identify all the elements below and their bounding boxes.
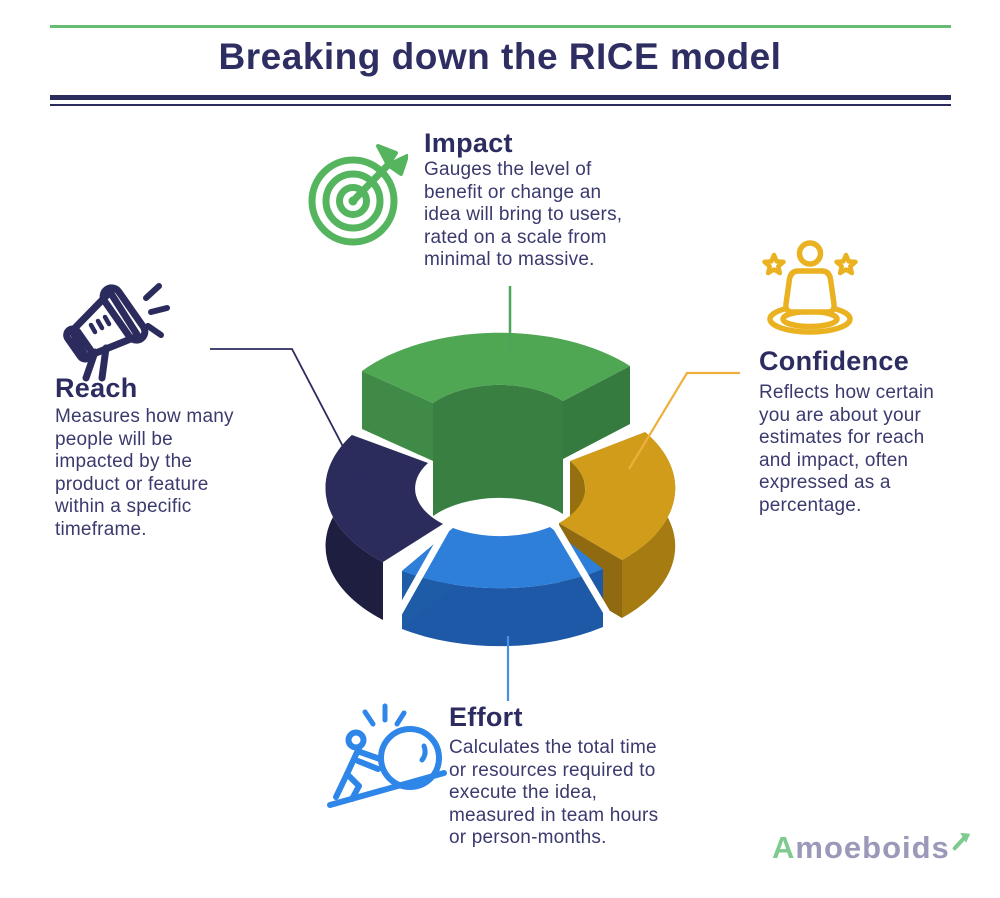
effort-segment	[402, 527, 603, 647]
top-green-rule	[50, 25, 951, 28]
reach-segment	[325, 435, 443, 620]
brand-logo-text: moeboids	[795, 830, 950, 865]
brand-logo-first-letter: A	[772, 830, 796, 865]
segment-gap-right	[551, 523, 617, 625]
confidence-connector-line	[628, 371, 740, 470]
impact-segment	[362, 332, 630, 516]
arrow-up-right-icon	[952, 832, 970, 851]
segment-gap-left	[388, 524, 452, 627]
title-underline-thin	[50, 103, 951, 106]
page-title: Breaking down the RICE model	[218, 36, 782, 77]
title-underline-thick	[50, 95, 951, 100]
reach-connector-line	[210, 348, 373, 503]
